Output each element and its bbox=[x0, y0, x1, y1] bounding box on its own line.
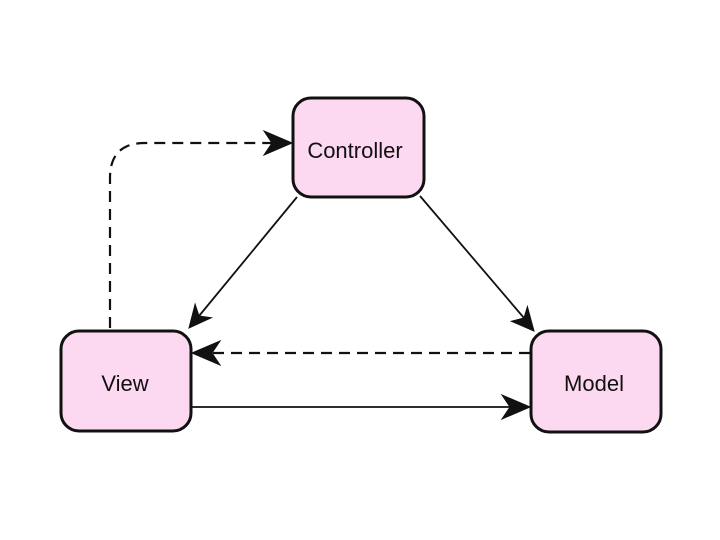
node-view: View bbox=[59, 329, 193, 433]
edge-controller-to-view bbox=[198, 196, 298, 317]
edges bbox=[108, 129, 535, 421]
controller-box bbox=[291, 96, 426, 199]
model-label: Model bbox=[564, 371, 624, 396]
arrowhead-model-left bbox=[500, 393, 532, 421]
edge-controller-to-model bbox=[419, 195, 525, 319]
controller-label: Controller bbox=[307, 138, 402, 163]
arrowhead-model-top bbox=[509, 304, 535, 332]
arrowhead-controller-left bbox=[262, 129, 294, 157]
view-box bbox=[59, 329, 193, 433]
model-box bbox=[529, 329, 663, 434]
view-label: View bbox=[101, 371, 148, 396]
node-model: Model bbox=[529, 329, 663, 434]
node-controller: Controller bbox=[291, 96, 426, 199]
arrowhead-view-top bbox=[188, 302, 214, 329]
arrowhead-view-right bbox=[190, 339, 222, 367]
edge-view-to-controller bbox=[108, 141, 272, 328]
